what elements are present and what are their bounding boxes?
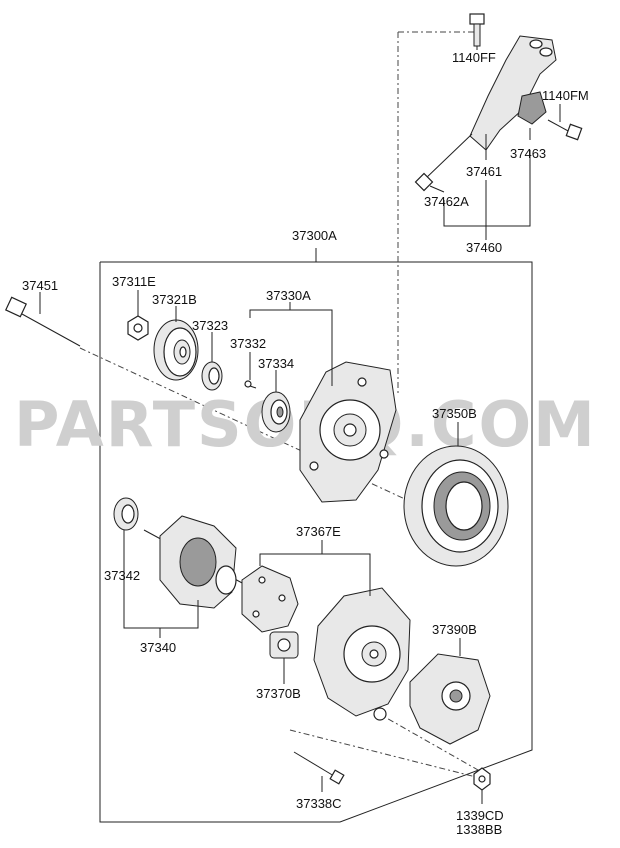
label-37463: 37463: [510, 146, 546, 161]
bolt-37462A: [414, 133, 473, 192]
brush-holder-37370B: [269, 631, 299, 666]
label-37338C: 37338C: [296, 796, 342, 811]
label-37332: 37332: [230, 336, 266, 351]
label-37451: 37451: [22, 278, 58, 293]
stator-37350B: [403, 445, 509, 567]
label-37311E: 37311E: [112, 274, 156, 289]
label-37350B: 37350B: [432, 406, 477, 421]
label-1140FF: 1140FF: [452, 50, 496, 65]
nut-37311E: [127, 315, 149, 341]
label-37367E: 37367E: [296, 524, 341, 539]
rear-housing: [313, 587, 411, 721]
label-37461: 37461: [466, 164, 502, 179]
label-37340: 37340: [140, 640, 176, 655]
label-37321B: 37321B: [152, 292, 197, 307]
nut-1339CD: [473, 767, 491, 791]
pulley-37321B: [153, 319, 199, 381]
through-bolt-37451: [4, 296, 81, 347]
rear-cover-37390B: [409, 653, 491, 745]
bearing-37334: [261, 391, 291, 433]
bolt-1140FM: [547, 119, 583, 141]
screw-37332: [244, 380, 257, 389]
label-1338BB: 1338BB: [456, 822, 502, 837]
bracket-group-37460: [443, 150, 531, 227]
bolt-1140FF: [469, 13, 485, 47]
rotor-37340: [143, 515, 245, 609]
label-37460: 37460: [466, 240, 502, 255]
assembly-frame-37300A: [99, 261, 533, 823]
bearing-37342: [113, 497, 139, 531]
label-37390B: 37390B: [432, 622, 477, 637]
label-1339CD: 1339CD: [456, 808, 504, 823]
front-housing-37330A: [299, 361, 397, 503]
label-37323: 37323: [192, 318, 228, 333]
label-37334: 37334: [258, 356, 294, 371]
spacer-37323: [201, 361, 223, 391]
label-1140FM: 1140FM: [542, 88, 589, 103]
bolt-37338C: [293, 751, 345, 785]
axis-line-main: [79, 347, 451, 521]
mounting-bracket-37461: [469, 35, 557, 151]
label-37330A: 37330A: [266, 288, 311, 303]
label-37342: 37342: [104, 568, 140, 583]
label-37300A: 37300A: [292, 228, 337, 243]
label-37370B: 37370B: [256, 686, 301, 701]
rectifier-37367E: [241, 565, 299, 633]
label-37462A: 37462A: [424, 194, 469, 209]
